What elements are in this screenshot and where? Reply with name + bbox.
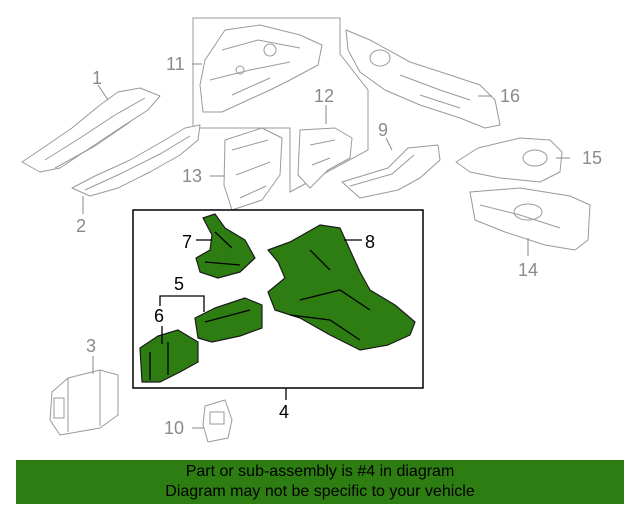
part-11-group bbox=[192, 17, 369, 193]
callout-10: 10 bbox=[164, 418, 184, 438]
callout-14: 14 bbox=[518, 260, 538, 280]
part-11-box bbox=[192, 17, 369, 193]
callout-13: 13 bbox=[182, 166, 202, 186]
callout-3: 3 bbox=[86, 336, 96, 356]
part-5-highlighted bbox=[194, 297, 263, 343]
part-2-rail bbox=[71, 124, 201, 197]
callout-15: 15 bbox=[582, 148, 602, 168]
part-3-bracket bbox=[49, 369, 119, 436]
part-12-bracket bbox=[297, 127, 353, 189]
callout-11: 11 bbox=[166, 54, 185, 74]
callout-7: 7 bbox=[182, 232, 192, 252]
callout-4: 4 bbox=[279, 402, 289, 422]
part-14-panel bbox=[469, 187, 591, 251]
callout-5: 5 bbox=[174, 274, 184, 294]
part-6-highlighted bbox=[139, 329, 199, 383]
part-10-bracket bbox=[202, 399, 233, 443]
parts-diagram: 1 2 3 4 5 6 7 8 9 10 11 12 13 14 15 16 bbox=[21, 17, 602, 443]
banner-line-2: Diagram may not be specific to your vehi… bbox=[165, 483, 475, 500]
banner-line-1: Part or sub-assembly is #4 in diagram bbox=[185, 463, 455, 480]
part-9-crossmember bbox=[341, 144, 441, 199]
callout-1: 1 bbox=[92, 68, 102, 88]
leader-lines bbox=[82, 63, 570, 429]
callout-12: 12 bbox=[314, 86, 334, 106]
callout-9: 9 bbox=[378, 120, 388, 140]
callout-2: 2 bbox=[76, 216, 86, 236]
callout-8: 8 bbox=[365, 232, 375, 252]
part-15-panel bbox=[455, 137, 563, 183]
part-8-highlighted bbox=[267, 224, 416, 351]
part-16-panel bbox=[345, 29, 501, 129]
callout-6: 6 bbox=[154, 306, 164, 326]
info-banner: Part or sub-assembly is #4 in diagram Di… bbox=[16, 460, 624, 504]
part-11-bracket bbox=[199, 24, 323, 113]
callout-16: 16 bbox=[500, 86, 520, 106]
